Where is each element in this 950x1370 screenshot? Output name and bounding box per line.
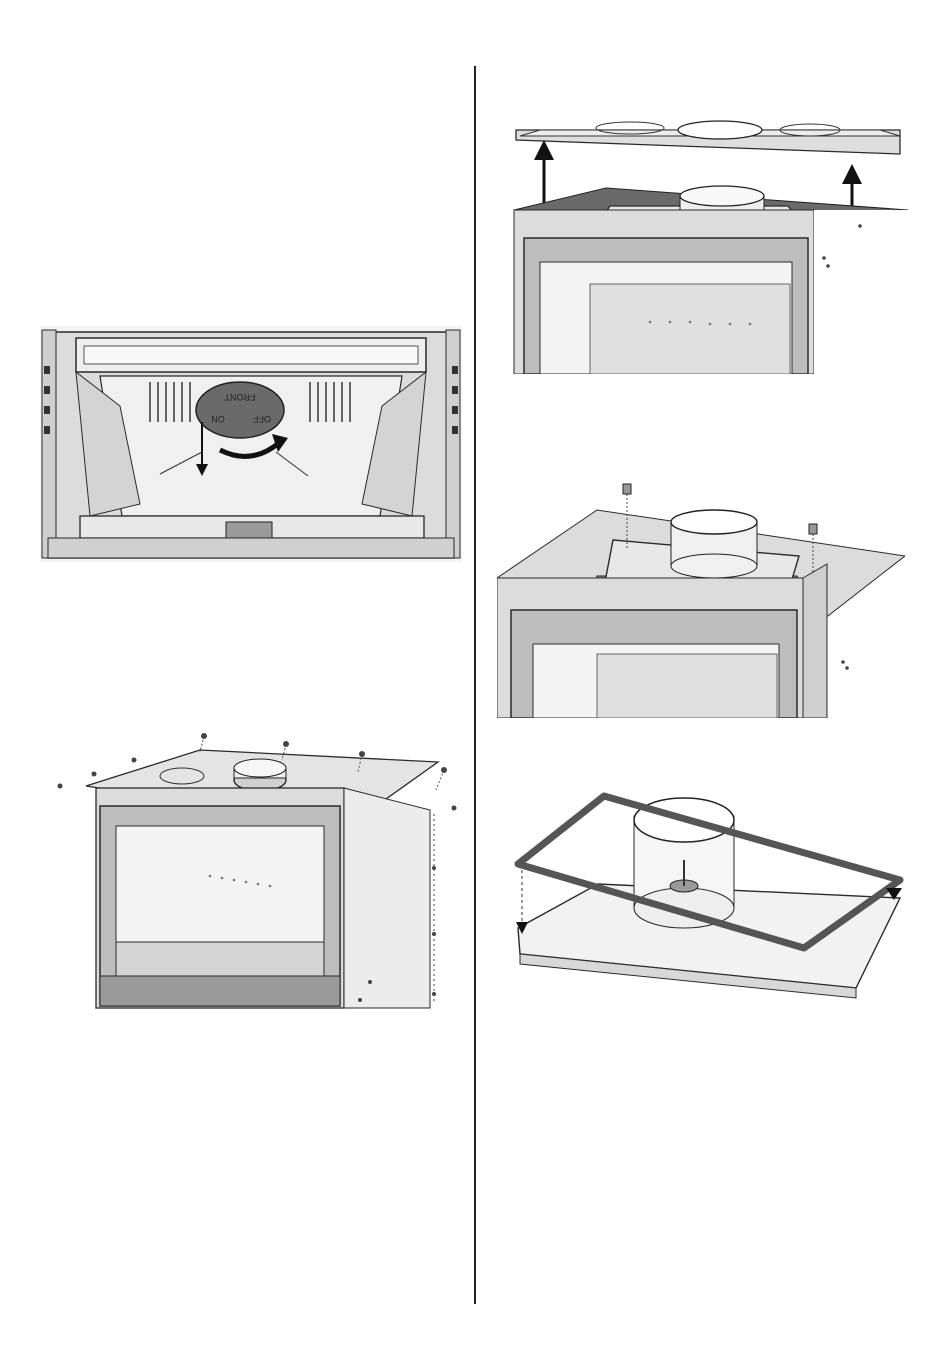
baffle-label-off: OFF [253,414,271,424]
lift-top-plate-drawing [510,118,908,374]
gasket-ring-drawing [508,788,908,1010]
figure-lift-top-plate [510,118,908,374]
flue-collar-drawing [497,478,905,718]
top-plate-screws-drawing [50,728,460,1010]
screw-right-icon [809,524,817,534]
baffle-label-front: FRONT [224,392,255,402]
figure-gasket-ring [508,788,908,1010]
figure-stove-interior-baffle: FRONT ON OFF [40,326,462,562]
screw-icon [201,733,207,739]
figure-top-plate-screws [50,728,460,1010]
baffle-label-on: ON [211,414,225,424]
stove-interior-drawing: FRONT ON OFF [40,326,462,562]
figure-flue-collar-screws [497,478,905,718]
screw-left-icon [623,484,631,494]
column-divider [474,66,476,1304]
